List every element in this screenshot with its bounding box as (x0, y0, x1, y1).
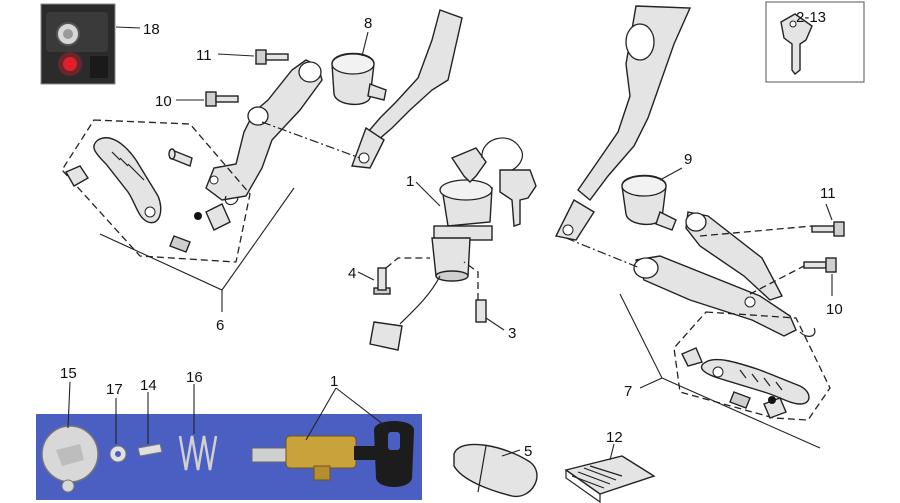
screw-4 (373, 267, 391, 295)
cable-tie-5 (453, 443, 538, 497)
left-footpeg-assembly-box (61, 119, 251, 263)
clamp-9 (621, 174, 677, 231)
clamp-8 (331, 52, 387, 105)
callout-11-left: 11 (196, 47, 212, 64)
callout-11-right: 11 (820, 185, 836, 202)
callout-1-lock: 1 (330, 373, 338, 390)
manual-12 (564, 455, 656, 503)
screw-3 (475, 299, 487, 323)
bolt-10-left (205, 91, 239, 107)
inset-photo-ignition-panel (40, 3, 116, 85)
callout-17: 17 (106, 381, 123, 398)
callout-2-13: 2-13 (796, 9, 826, 26)
ignition-switch-assembly (369, 137, 537, 351)
callout-16: 16 (186, 369, 203, 386)
callout-6: 6 (216, 317, 224, 334)
callout-8: 8 (364, 15, 372, 32)
callout-3: 3 (508, 325, 516, 342)
callout-10-left: 10 (155, 93, 172, 110)
left-footpeg-bracket (205, 59, 323, 206)
right-footpeg-bracket (633, 211, 816, 337)
callout-15: 15 (60, 365, 77, 382)
callout-7: 7 (624, 383, 632, 400)
callout-1-ignition: 1 (406, 173, 414, 190)
bolt-11-left (255, 49, 289, 65)
callout-14: 14 (140, 377, 157, 394)
callout-10-right: 10 (826, 301, 843, 318)
callout-4: 4 (348, 265, 356, 282)
photo-panel-small-parts (36, 414, 422, 500)
callout-12: 12 (606, 429, 623, 446)
bolt-11-right (811, 221, 845, 237)
inset-key-box (765, 1, 865, 83)
callout-9: 9 (684, 151, 692, 168)
right-frame-tube (554, 5, 692, 241)
callout-18: 18 (143, 21, 160, 38)
callout-5: 5 (524, 443, 532, 460)
right-footpeg-assembly-box (673, 311, 831, 421)
bolt-10-right (803, 257, 837, 273)
